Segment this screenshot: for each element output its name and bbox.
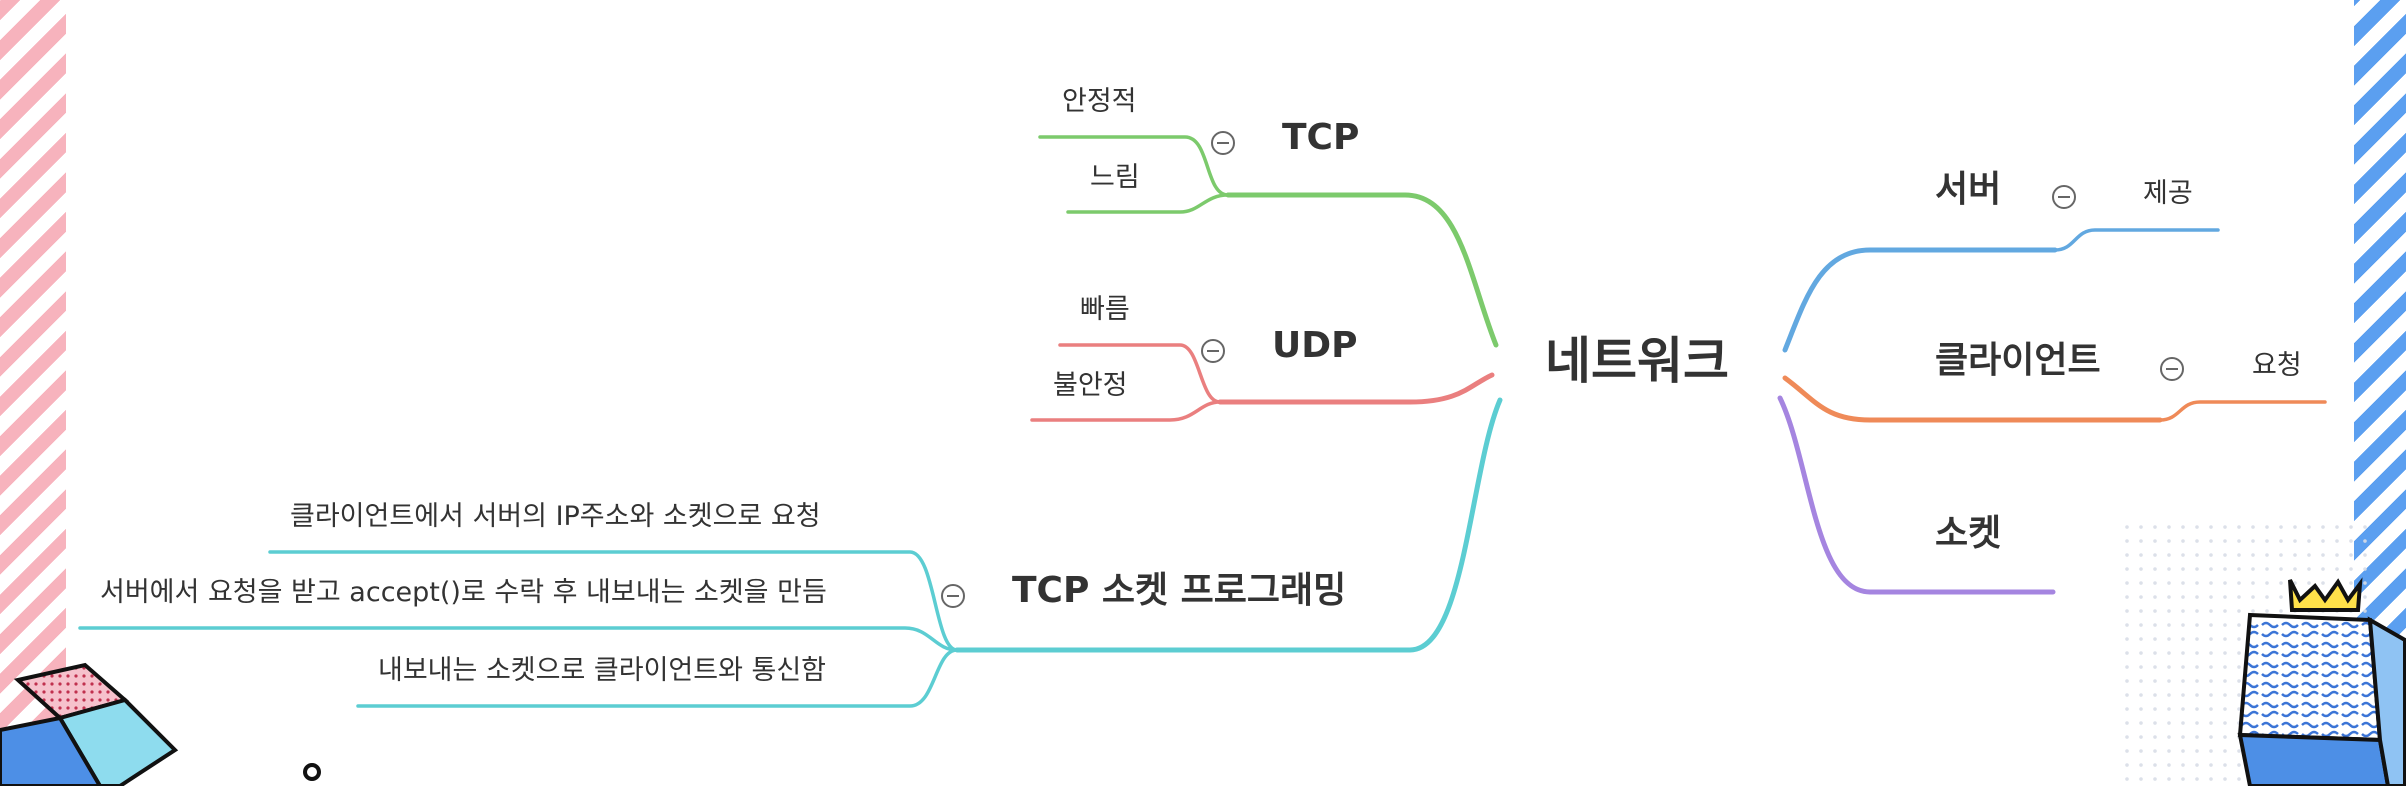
server-child-provide[interactable]: 제공 (2143, 178, 2193, 209)
branch-client[interactable]: 클라이언트 (1935, 340, 2101, 381)
sp-child-1[interactable]: 클라이언트에서 서버의 IP주소와 소켓으로 요청 (290, 501, 821, 532)
collapse-server-button[interactable] (2052, 185, 2076, 209)
tcp-child-slow[interactable]: 느림 (1090, 162, 1140, 193)
ring-decoration (303, 763, 321, 781)
collapse-tcp-button[interactable] (1211, 131, 1235, 155)
root-node[interactable]: 네트워크 (1545, 332, 1729, 390)
sp-child-2[interactable]: 서버에서 요청을 받고 accept()로 수락 후 내보내는 소켓을 만듬 (100, 577, 827, 608)
cube-decoration-left (0, 662, 179, 786)
client-child-request[interactable]: 요청 (2252, 350, 2302, 381)
left-stripe-decoration (0, 0, 66, 786)
connector-root-client (1782, 375, 2163, 423)
collapse-client-button[interactable] (2160, 357, 2184, 381)
tcp-child-stable[interactable]: 안정적 (1062, 86, 1137, 117)
connector-sp-2 (78, 626, 959, 652)
collapse-udp-button[interactable] (1201, 339, 1225, 363)
sp-child-3[interactable]: 내보내는 소켓으로 클라이언트와 통신함 (378, 655, 827, 686)
connector-udp-unstable (1030, 400, 1222, 422)
collapse-socket-programming-button[interactable] (941, 584, 965, 608)
connector-root-socket (1777, 395, 2056, 595)
connector-root-server (1782, 247, 2058, 353)
cube-decoration-right (2120, 520, 2406, 786)
branch-server[interactable]: 서버 (1935, 169, 2002, 210)
connector-tcp-slow (1066, 193, 1230, 214)
udp-child-fast[interactable]: 빠름 (1080, 294, 1130, 325)
connector-root-socket-programming (954, 397, 1503, 653)
branch-socket[interactable]: 소켓 (1935, 513, 2002, 554)
branch-tcp[interactable]: TCP (1282, 117, 1360, 158)
connector-client-request (2158, 400, 2327, 422)
connector-sp-3 (356, 648, 959, 708)
connector-root-udp (1217, 372, 1495, 405)
connector-tcp-stable (1038, 135, 1230, 197)
connector-root-tcp (1225, 192, 1499, 348)
udp-child-unstable[interactable]: 불안정 (1053, 370, 1128, 401)
branch-udp[interactable]: UDP (1272, 325, 1358, 366)
connector-sp-1 (268, 550, 959, 652)
branch-socket-programming[interactable]: TCP 소켓 프로그래밍 (1012, 570, 1347, 611)
connector-server-provide (2053, 228, 2220, 252)
connector-udp-fast (1058, 343, 1222, 404)
